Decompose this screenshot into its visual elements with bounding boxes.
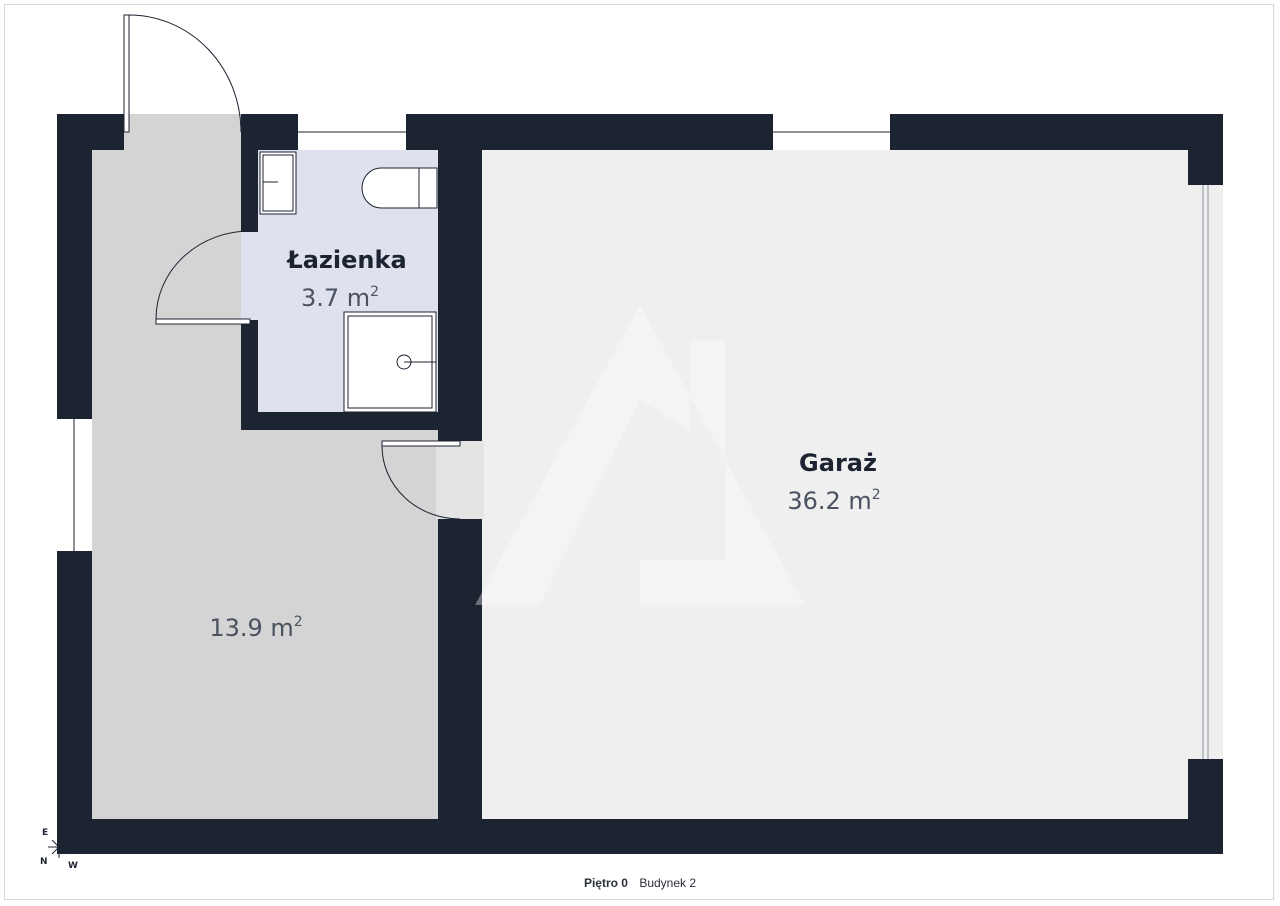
compass-rose: E S N W xyxy=(40,828,78,871)
garage-door xyxy=(381,440,461,520)
room-name-garaz: Garaż xyxy=(799,449,877,477)
hall-entry-opening xyxy=(124,114,241,154)
compass-w: W xyxy=(68,861,78,871)
plan-footer: Piętro 0 Budynek 2 xyxy=(0,876,1280,890)
room-area-lazienka: 3.7 m2 xyxy=(301,284,379,312)
garage-door-opening xyxy=(436,441,484,519)
window-top-bathroom xyxy=(298,114,406,150)
garage-floor xyxy=(482,150,1188,819)
compass-n: N xyxy=(40,857,48,867)
page-frame xyxy=(4,4,1274,900)
window-top-garage xyxy=(773,114,890,150)
sink-fixture xyxy=(259,151,297,215)
floor-label: Piętro 0 xyxy=(583,876,628,890)
window-left-hall xyxy=(57,419,92,551)
building-label: Budynek 2 xyxy=(639,876,697,890)
compass-icon xyxy=(48,836,70,858)
room-area-hall: 13.9 m2 xyxy=(209,614,302,642)
toilet-fixture xyxy=(361,167,438,209)
entry-door xyxy=(123,14,242,133)
compass-e: E xyxy=(42,828,48,838)
compass-s: S xyxy=(71,832,77,842)
room-area-garaz: 36.2 m2 xyxy=(787,487,880,515)
bathroom-door-opening xyxy=(241,232,261,320)
watermark-logo xyxy=(475,305,805,605)
bathroom-door xyxy=(155,230,251,325)
room-name-lazienka: Łazienka xyxy=(285,246,406,274)
garage-right-opening xyxy=(1188,185,1223,759)
shower-fixture xyxy=(343,311,437,413)
